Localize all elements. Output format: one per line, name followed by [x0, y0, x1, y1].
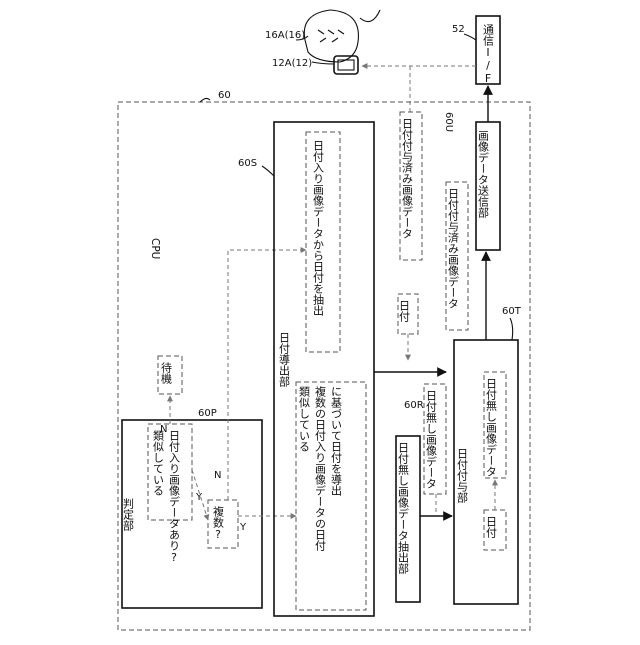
judge-q1-line2: 日付入り画像データあり? — [168, 430, 181, 564]
judge-q2-label: 複数? — [212, 505, 225, 541]
cpu-leader — [200, 98, 210, 102]
derive-multi-line1: 類似している — [298, 386, 311, 452]
flow-dated-in-label: 日付付与済み画像データ — [447, 188, 460, 309]
judge-ref-label: 60P — [198, 408, 217, 419]
flow-dated-out-label: 日付付与済み画像データ — [401, 118, 414, 239]
derive-ref-label: 60S — [238, 158, 257, 169]
comm-if-label: 通信I/F — [482, 24, 495, 85]
derive-multi-line3: に基づいて日付を導出 — [330, 386, 343, 496]
derive-leader — [262, 166, 274, 176]
comm-if-leader — [464, 34, 476, 40]
cpu-label: CPU — [149, 238, 161, 259]
q1-no-label: N — [160, 424, 167, 435]
display-leader-line — [312, 62, 334, 64]
derive-title: 日付導出部 — [278, 332, 291, 387]
q2-no-arrow — [228, 250, 306, 500]
assign-leader — [510, 318, 513, 340]
user-figure-icon — [304, 10, 380, 62]
judge-title: 判定部 — [122, 498, 135, 531]
extract-ref-label: 60R — [404, 400, 424, 411]
cpu-ref-label: 60 — [218, 90, 231, 101]
assign-date-label: 日付 — [485, 516, 498, 539]
q2-yes-label: Y — [239, 522, 247, 533]
send-title: 画像データ送信部 — [477, 130, 490, 218]
q2-no-label: N — [214, 470, 221, 481]
derive-multi-line2: 複数の日付入り画像データの日付 — [314, 385, 327, 552]
assign-title: 日付付与部 — [456, 448, 469, 503]
assign-undated-label: 日付無し画像データ — [485, 378, 498, 477]
comm-if-ref-label: 52 — [452, 24, 465, 35]
flow-undated-label: 日付無し画像データ — [425, 390, 438, 489]
wait-label: 待機 — [160, 361, 173, 385]
flow-date-label: 日付 — [398, 300, 411, 323]
q1-yes-label: Y — [195, 492, 203, 503]
assign-ref-label: 60T — [502, 306, 522, 317]
judge-q1-line1: 類似している — [152, 430, 165, 496]
send-ref-label: 60U — [443, 112, 454, 132]
extract-title: 日付無し画像データ抽出部 — [397, 442, 410, 574]
derive-single-label: 日付入り画像データから日付を抽出 — [312, 140, 325, 316]
smartphone-icon — [334, 56, 358, 74]
display-ref-label: 12A(12) — [272, 58, 312, 69]
